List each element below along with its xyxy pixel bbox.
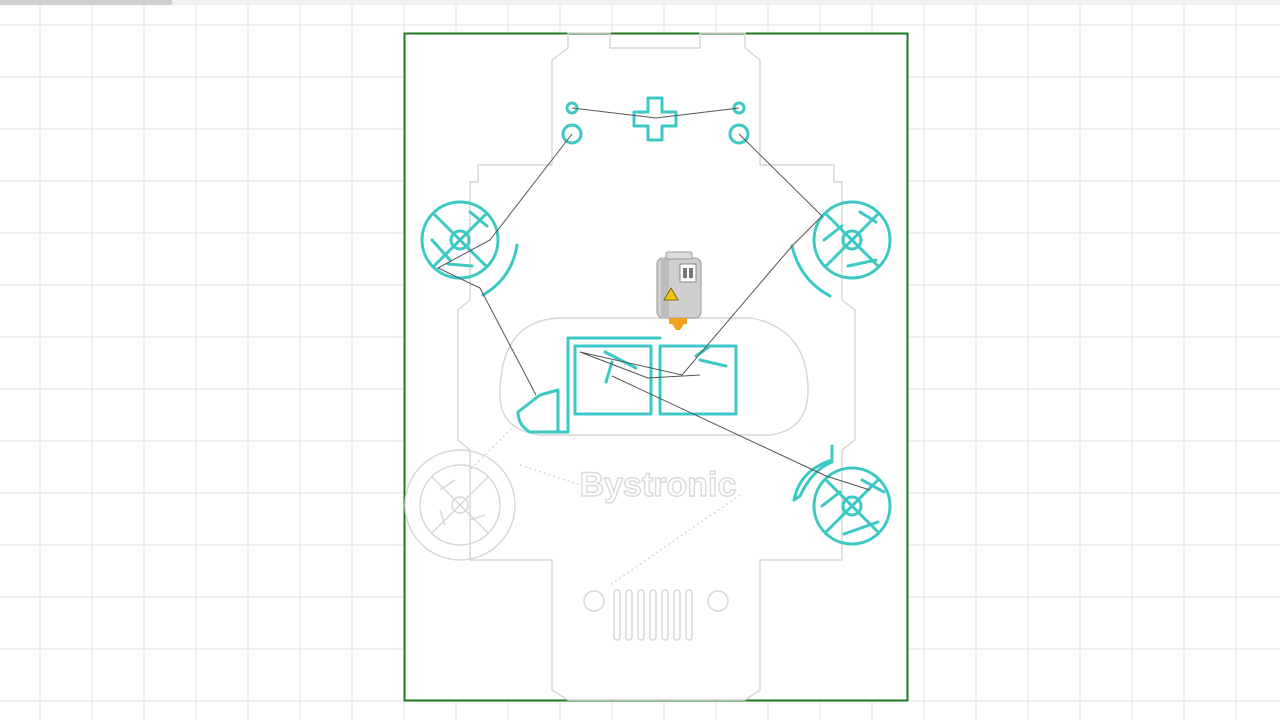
grille-bar-5	[661, 589, 669, 641]
travel-path-lower	[611, 375, 871, 491]
travel-path-left	[436, 133, 573, 396]
grille-bar-2	[625, 589, 633, 641]
ghost-wheel-hub	[451, 496, 469, 514]
wheel-lower-right[interactable]	[792, 444, 892, 546]
window-left[interactable]	[573, 344, 653, 416]
grille-bar-1	[613, 589, 621, 641]
headlight-right	[707, 590, 729, 612]
material-sheet[interactable]	[403, 32, 909, 702]
window-left-notch[interactable]	[603, 350, 638, 384]
top-left-small-hole[interactable]	[565, 101, 579, 115]
ghost-travel-dotted	[469, 424, 741, 586]
cut-parts[interactable]	[420, 96, 892, 546]
grille-bar-4	[649, 589, 657, 641]
travel-path-right	[579, 133, 823, 379]
brand-engraving-text: Bystronic	[580, 466, 737, 504]
car-body-outline	[457, 32, 856, 701]
cross-cutout[interactable]	[632, 96, 678, 142]
travel-path	[571, 107, 740, 119]
active-tab-indicator[interactable]	[0, 0, 172, 5]
grille-bar-7	[685, 589, 693, 641]
grille-bar-3	[637, 589, 645, 641]
wheel-upper-right[interactable]	[790, 200, 892, 298]
window-right[interactable]	[658, 344, 738, 416]
top-right-small-hole[interactable]	[732, 101, 746, 115]
ghost-wheel-ring	[419, 464, 501, 546]
warning-icon	[663, 287, 679, 301]
ghost-wheel-outer	[404, 449, 516, 561]
top-toolbar-strip	[0, 0, 1280, 5]
grille-bar-6	[673, 589, 681, 641]
top-right-hole[interactable]	[728, 123, 750, 145]
top-left-hole[interactable]	[561, 123, 583, 145]
laser-head-icon	[656, 251, 702, 330]
ghost-wheel-spokes	[431, 476, 489, 534]
cabin-frame[interactable]	[516, 336, 570, 434]
headlight-left	[583, 590, 605, 612]
